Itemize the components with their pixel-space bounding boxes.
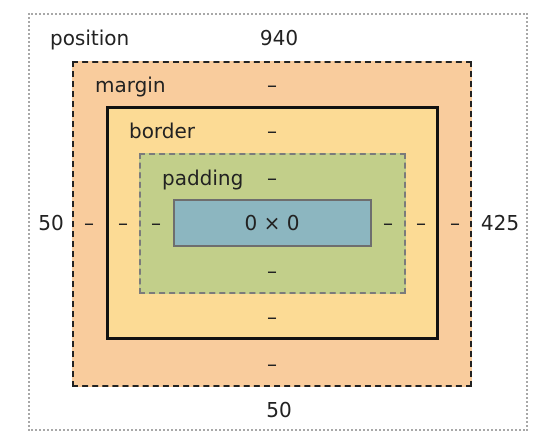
padding-label: padding — [162, 166, 244, 190]
margin-bottom-value[interactable]: – — [267, 352, 277, 376]
padding-left-value[interactable]: – — [151, 211, 161, 235]
position-bottom-value[interactable]: 50 — [266, 398, 292, 422]
position-left-value[interactable]: 50 — [38, 211, 64, 235]
padding-bottom-value[interactable]: – — [267, 259, 277, 283]
border-right-value[interactable]: – — [416, 211, 426, 235]
padding-top-value[interactable]: – — [267, 166, 277, 190]
margin-top-value[interactable]: – — [267, 73, 277, 97]
position-top-value[interactable]: 940 — [259, 26, 299, 50]
margin-label: margin — [95, 73, 166, 97]
content-size[interactable]: 0 × 0 — [244, 211, 300, 235]
margin-left-value[interactable]: – — [84, 211, 94, 235]
border-left-value[interactable]: – — [118, 211, 128, 235]
position-label: position — [50, 26, 130, 50]
border-top-value[interactable]: – — [267, 119, 277, 143]
padding-right-value[interactable]: – — [383, 211, 393, 235]
position-box — [28, 13, 528, 431]
border-bottom-value[interactable]: – — [267, 305, 277, 329]
border-label: border — [129, 119, 196, 143]
position-right-value[interactable]: 425 — [480, 211, 520, 235]
content-box — [173, 199, 372, 247]
margin-right-value[interactable]: – — [450, 211, 460, 235]
